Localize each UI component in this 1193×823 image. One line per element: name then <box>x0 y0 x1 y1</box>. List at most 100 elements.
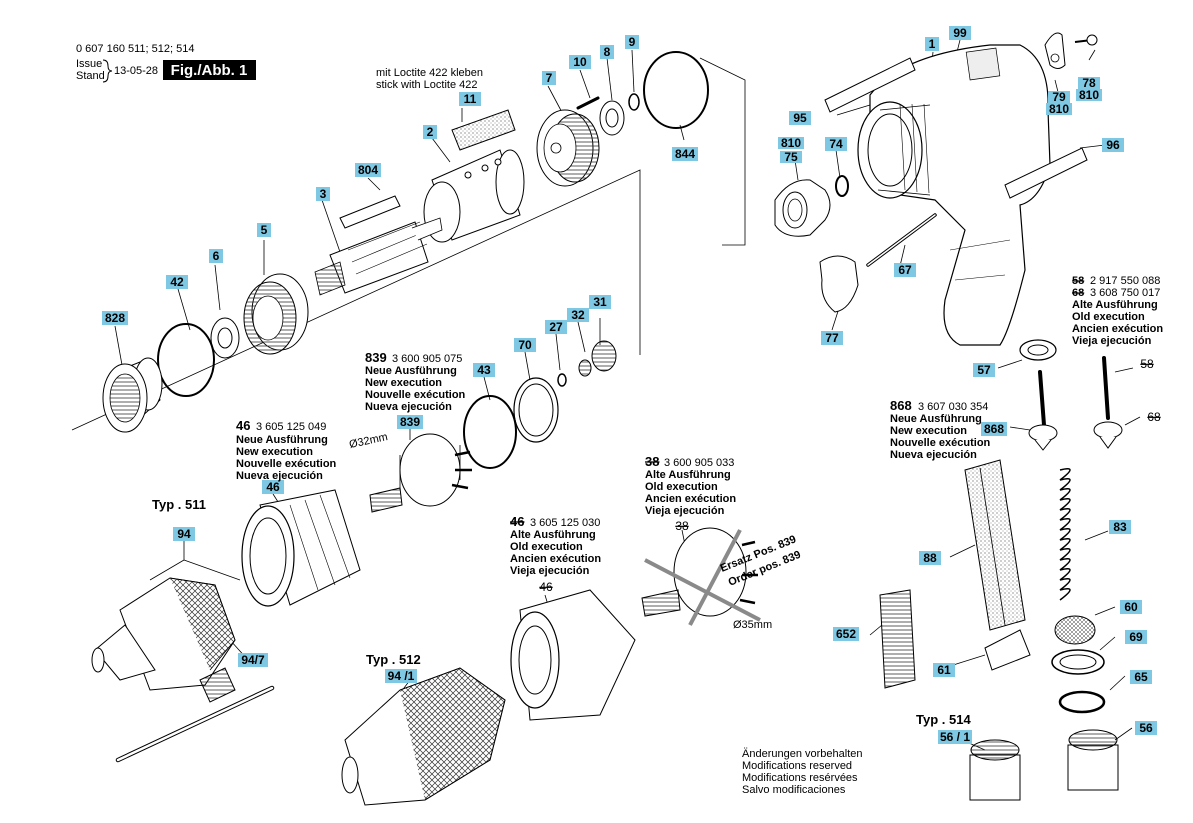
part-label-46b: 46 <box>262 480 284 494</box>
label-text: 10 <box>573 55 587 69</box>
part-label-42: 42 <box>166 275 188 289</box>
b839-l0: Neue Ausführung <box>365 365 457 377</box>
dia-32: Ø32mm <box>348 431 389 451</box>
part-label-56: 56 <box>1135 721 1157 735</box>
label-text: 7 <box>546 71 553 85</box>
part-label-78: 78 <box>1078 76 1100 90</box>
part-label-3: 3 <box>316 187 330 201</box>
type-514: Typ . 514 <box>916 712 971 727</box>
vane-block-part-11 <box>451 109 516 151</box>
b38-num: 38 <box>645 454 659 469</box>
changes-note: Änderungen vorbehalten Modifications res… <box>742 748 862 796</box>
cap-part-56-1 <box>969 739 1021 801</box>
label-badge-bg <box>542 71 556 85</box>
b46-l3: Nueva ejecución <box>236 470 323 482</box>
sleeve-part-46-old <box>510 589 636 721</box>
valve-part-75 <box>774 179 831 237</box>
part-label-61: 61 <box>933 663 955 677</box>
gear-part-31 <box>591 340 617 372</box>
label-text: 79 <box>1052 90 1066 104</box>
label-text: 70 <box>518 338 532 352</box>
filter-part-88 <box>964 459 1026 631</box>
b46old-num: 46 <box>510 514 524 529</box>
part-label-74: 74 <box>825 137 847 151</box>
label-text: 57 <box>977 363 991 377</box>
b58-num-a: 58 <box>1072 275 1084 287</box>
label-text: 94/7 <box>241 653 265 667</box>
b58-l0: Alte Ausführung <box>1072 299 1158 311</box>
label-text: 810 <box>1079 88 1099 102</box>
part-label-65: 65 <box>1130 670 1152 684</box>
part-label-10: 10 <box>569 55 591 69</box>
b839-l2: Nouvelle exécution <box>365 389 466 401</box>
pin-part-10 <box>576 96 600 110</box>
part-label-11: 11 <box>459 92 481 106</box>
block-868: 868 3 607 030 354 Neue Ausführung New ex… <box>890 398 991 461</box>
type-labels: Typ . 511 Typ . 512 Typ . 514 <box>152 497 971 727</box>
label-badge-bg <box>514 338 536 352</box>
valve-part-58-old <box>1093 356 1123 449</box>
label-text: 839 <box>400 415 420 429</box>
b868-l2: Nouvelle exécution <box>890 437 991 449</box>
chuck-key-part-94-7 <box>115 667 275 763</box>
label-badge-bg <box>894 263 916 277</box>
label-text: 46 <box>539 580 553 594</box>
label-badge-bg <box>1109 520 1131 534</box>
b839-num: 839 <box>365 350 387 365</box>
washer-part-69 <box>1051 649 1105 675</box>
label-text: 88 <box>923 551 937 565</box>
oring-part-844 <box>643 51 709 129</box>
b46old-l3: Vieja ejecución <box>510 565 590 577</box>
label-text: 5 <box>261 223 268 237</box>
b38-l2: Ancien exécution <box>645 493 736 505</box>
part-label-38b: 38 <box>675 519 689 533</box>
spring-part-83 <box>1059 468 1071 601</box>
b46old-l0: Alte Ausführung <box>510 529 596 541</box>
label-text: 1 <box>929 37 936 51</box>
label-text: 804 <box>358 163 378 177</box>
bearing-part-8 <box>599 100 625 136</box>
b38-pn: 3 600 905 033 <box>664 457 734 469</box>
part-label-810c: 810 <box>778 136 804 150</box>
part-label-79: 79 <box>1048 90 1070 104</box>
b868-num: 868 <box>890 398 912 413</box>
label-badge-bg <box>166 275 188 289</box>
label-text: 99 <box>953 26 967 40</box>
changes-1: Modifications reserved <box>742 760 852 772</box>
part-label-46c: 46 <box>539 580 553 594</box>
label-text: 3 <box>320 187 327 201</box>
oring-part-65 <box>1058 690 1106 714</box>
part-label-60: 60 <box>1120 600 1142 614</box>
part-label-99: 99 <box>949 26 971 40</box>
b868-l0: Neue Ausführung <box>890 413 982 425</box>
b839-l1: New execution <box>365 377 442 389</box>
vane-part-804 <box>339 195 401 229</box>
label-text: 75 <box>784 150 798 164</box>
label-badge-bg <box>209 249 223 263</box>
b46-pn: 3 605 125 049 <box>256 421 326 433</box>
label-badge-bg <box>1076 89 1102 101</box>
label-badge-bg <box>545 320 567 334</box>
label-badge-bg <box>1125 630 1147 644</box>
block-46-new: 46 3 605 125 049 Neue Ausführung New exe… <box>236 418 337 482</box>
cap-part-56 <box>1067 729 1119 791</box>
label-badge-bg <box>833 627 859 641</box>
oring-part-74 <box>835 175 849 197</box>
b46old-pn: 3 605 125 030 <box>530 517 600 529</box>
part-label-27: 27 <box>545 320 567 334</box>
b46old-l2: Ancien exécution <box>510 553 601 565</box>
b58-line2: 3 608 750 017 <box>1090 287 1160 299</box>
part-label-839b: 839 <box>397 415 423 429</box>
part-label-2: 2 <box>423 125 437 139</box>
label-text: 844 <box>675 147 695 161</box>
label-badge-bg <box>316 187 330 201</box>
type-511: Typ . 511 <box>152 497 206 512</box>
block-38: 38 3 600 905 033 Alte Ausführung Old exe… <box>645 454 736 517</box>
label-badge-bg <box>238 653 268 667</box>
part-label-844: 844 <box>672 147 698 161</box>
label-badge-bg <box>589 295 611 309</box>
part-label-68s: 68 <box>1147 410 1161 424</box>
label-text: 95 <box>793 111 807 125</box>
label-badge-bg <box>825 137 847 151</box>
